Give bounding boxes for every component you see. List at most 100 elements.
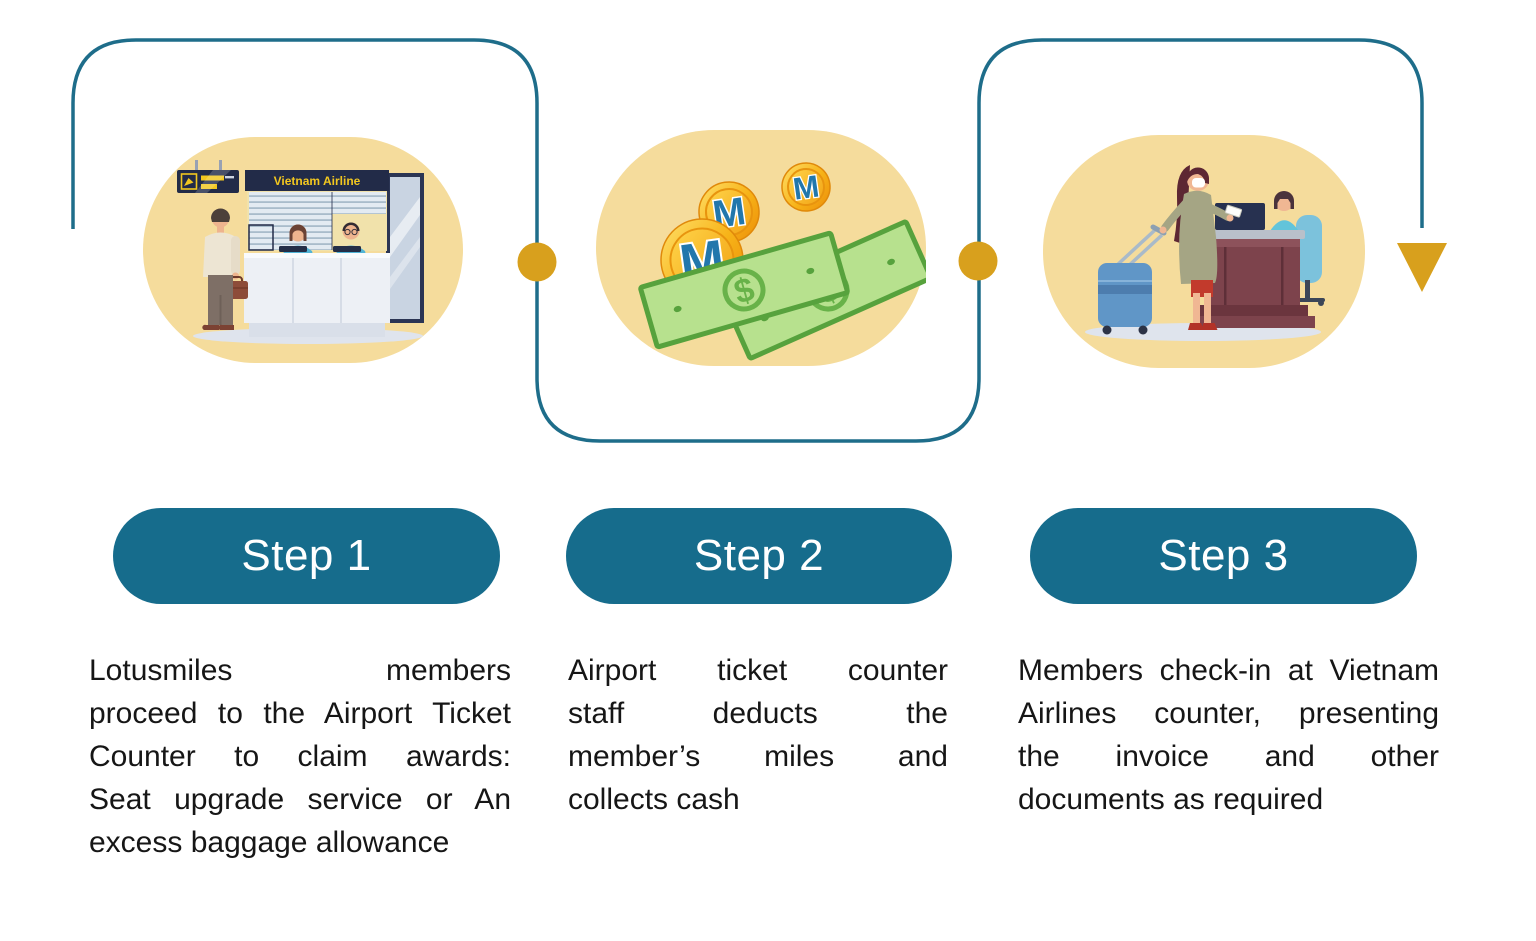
desk-base [249,323,385,337]
glasses-lens [344,228,351,236]
passenger-shoe [202,324,219,330]
checkin-desk [1193,203,1315,328]
step1-illustration-oval: Vietnam Airline [143,137,463,363]
traveler-hand [1159,226,1167,234]
traveler-left-arm [1161,199,1190,232]
laptop [279,246,307,252]
glass-reflection [390,197,420,257]
airport-counter-illustration: Vietnam Airline [177,160,424,344]
chair-post [1305,280,1310,298]
plane-glyph-frame [180,173,198,190]
description-line: member’s miles and [568,740,948,773]
airport-departures-sign-icon [177,160,239,193]
desk-front [244,253,390,323]
passenger-hair [211,208,230,222]
down-arrow-icon [1397,243,1447,292]
description-line: documents as required [1018,783,1324,816]
step1-pill: Step 1 [113,508,500,604]
step1-label: Step 1 [241,531,372,580]
bill-dot [887,258,895,266]
step2-pill: Step 2 [566,508,952,604]
plane-glyph [184,178,194,186]
passenger-neck [217,226,224,233]
step3-pill: Step 3 [1030,508,1417,604]
description-line: Seat upgrade service or An [89,783,511,816]
cash-bill-front: $ [638,230,850,350]
agent-shirt [1270,220,1299,231]
bill-dot [806,267,815,275]
desk-countertop [1203,230,1305,239]
traveler-heel [1201,323,1218,330]
description-line: proceed to the Airport Ticket [89,697,511,730]
description-line: collects cash [568,783,740,816]
traveler-leg [1193,293,1200,323]
dollar-circle [722,268,766,312]
desk-groove [1281,247,1284,305]
glass-reflection [390,237,420,289]
rolling-suitcase [1098,224,1167,335]
desk-body [1208,239,1300,305]
ticket-counter-booth: Vietnam Airline [245,170,424,323]
step1-description: Lotusmiles members proceed to the Airpor… [89,649,511,864]
suitcase-wheel [1138,325,1148,335]
checkin-agent [1270,191,1299,231]
glass-divider [331,192,333,250]
sign-bar [201,184,217,189]
description-line: the invoice and other [1018,740,1439,773]
connector-dot-1 [517,242,557,282]
bill-body [638,230,850,350]
briefcase-band [223,287,248,289]
counter-staff [279,222,366,255]
glasses-lens [351,228,358,236]
passenger-shoe [218,324,234,330]
desk-seam [292,258,294,323]
glass-reflection [195,170,231,193]
face-mask [1192,178,1205,188]
description-line: staff deducts the [568,697,948,730]
miles-coin-small: M [781,162,831,212]
traveler-heel [1188,323,1204,330]
checkin-counter-illustration [1085,165,1325,341]
suitcase-band [1098,285,1152,294]
traveler-leg [1204,293,1211,323]
staff-man-hair [342,222,360,231]
desk-top-edge [244,253,390,258]
blind-panel-small [248,224,274,251]
miles-and-cash-illustration: M M M $ $ [638,162,926,361]
passenger-sweater [203,232,238,277]
step3-label: Step 3 [1158,531,1289,580]
sign-bar-small [225,176,234,179]
step2-description: Airport ticket counter staff deducts the… [568,649,948,821]
staff-woman-hair [289,224,307,241]
step2-illustration-oval: M M M $ $ [596,130,926,366]
traveler-with-mask [1159,165,1243,330]
description-line: Airlines counter, presenting [1018,697,1439,730]
step3-description: Members check-in at Vietnam Airlines cou… [1018,649,1439,821]
sign-post [195,160,198,171]
desk-groove [1224,247,1227,305]
blind-panel-raised [332,192,386,214]
step2-label: Step 2 [693,531,825,580]
desk-base [1193,316,1315,328]
passenger-arm [231,236,240,275]
coin-letter: M [791,168,821,206]
desk-base-step [1200,305,1308,316]
sign-post [219,160,222,171]
description-line: Lotusmiles members [89,654,511,687]
flow-line [71,38,1424,443]
desk-seam [340,258,342,323]
bill-dot [673,305,682,313]
description-line: excess baggage allowance [89,826,450,859]
suitcase-wheel [1102,325,1112,335]
laptop [333,246,361,252]
description-line: Counter to claim awards: [89,740,511,773]
description-line: Members check-in at Vietnam [1018,654,1439,687]
traveler-coat [1179,190,1218,284]
waiting-passenger [202,208,248,330]
description-line: Airport ticket counter [568,654,948,687]
suitcase-zipper [1098,280,1152,282]
ticket [1224,204,1243,218]
chair-caster [1318,300,1324,306]
